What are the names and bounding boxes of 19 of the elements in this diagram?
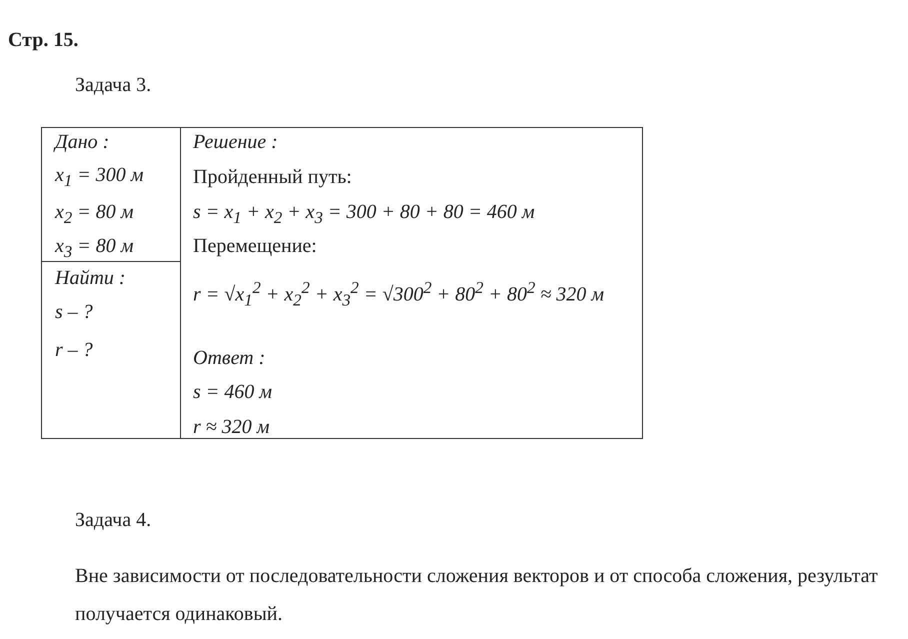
given-value: x$_{1}$ = 300 м — [55, 163, 144, 192]
section-heading: Найти : — [55, 266, 126, 290]
task-heading: Задача 4. — [75, 508, 152, 532]
page-heading: Стр. 15. — [8, 28, 78, 52]
step-title: Перемещение: — [193, 234, 317, 258]
answer-value: s = 460 м — [193, 380, 272, 404]
given-value: x$_{2}$ = 80 м — [55, 200, 134, 229]
answer-paragraph: Вне зависимости от последовательности сложения векторов и от способа сложения, результат получается одинаковый. — [75, 564, 879, 627]
unknown-value: s – ? — [55, 300, 93, 324]
task-heading: Задача 3. — [75, 73, 152, 97]
section-heading: Ответ : — [193, 346, 266, 370]
step-title: Пройденный путь: — [193, 165, 352, 189]
formula: r = √x$_{1}$$^{2}$ + x$_{2}$$^{2}$ + x$_{3}$$^{2}$ = √300$^{2}$ + 80$^{2}$ + 80$^{2}$ ≈ 320 м — [193, 277, 604, 312]
answer-value: r ≈ 320 м — [193, 415, 270, 439]
section-heading: Дано : — [55, 130, 110, 154]
unknown-value: r – ? — [55, 338, 93, 362]
given-value: x$_{3}$ = 80 м — [55, 234, 134, 263]
formula: s = x$_{1}$ + x$_{2}$ + x$_{3}$ = 300 + 80 + 80 = 460 м — [193, 200, 535, 229]
section-heading: Решение : — [193, 130, 278, 154]
